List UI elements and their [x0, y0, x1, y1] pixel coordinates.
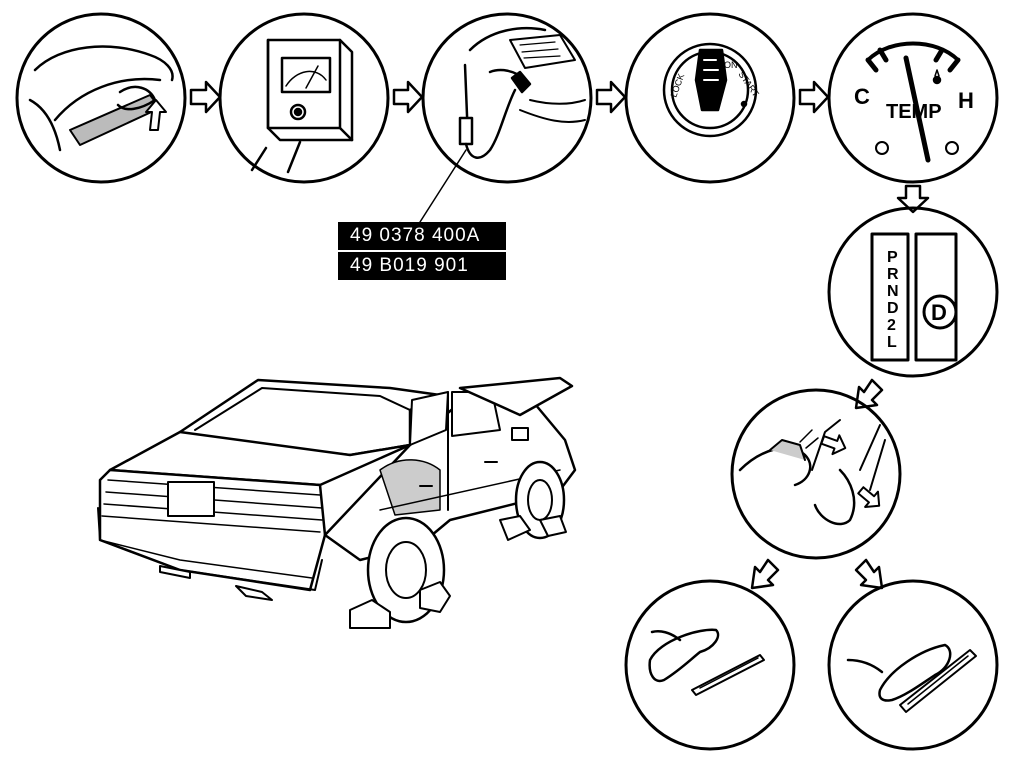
leader-line — [419, 149, 467, 223]
arrow-down-right-icon — [854, 558, 884, 590]
part-number-tag: 49 0378 400A — [338, 222, 506, 250]
shift-position-label: R — [887, 266, 899, 283]
shift-position-label: N — [887, 283, 899, 300]
step-connect-tool — [421, 12, 593, 184]
step-temp-gauge: C H TEMP — [827, 12, 999, 184]
shift-indicator-letter: D — [931, 300, 947, 325]
temp-cold-label: C — [854, 84, 870, 109]
part-number-tag: 49 B019 901 — [338, 252, 506, 280]
step-tester — [218, 12, 390, 184]
car-illustration — [97, 376, 577, 629]
ignition-on-label: ON — [724, 60, 738, 70]
arrow-right-icon — [392, 80, 424, 114]
arrow-right-icon — [189, 80, 222, 114]
arrow-down-icon — [896, 184, 930, 214]
shift-position-label: D — [887, 300, 899, 317]
temp-gauge-label: TEMP — [886, 101, 942, 123]
step-release-brake — [730, 388, 902, 560]
step-accelerator-pedal — [827, 579, 999, 751]
step-brake-pedal — [624, 579, 796, 751]
arrow-right-icon — [595, 80, 627, 114]
shift-position-label: L — [887, 334, 897, 351]
step-parking-brake — [15, 12, 187, 184]
temp-hot-label: H — [958, 88, 974, 113]
arrow-right-icon — [798, 80, 830, 114]
arrow-down-left-icon — [750, 558, 780, 590]
shift-position-label: P — [887, 249, 898, 266]
step-ignition: LOCK ON START — [624, 12, 796, 184]
up-arrow-icon — [145, 99, 167, 131]
shift-position-label: 2 — [887, 317, 896, 334]
